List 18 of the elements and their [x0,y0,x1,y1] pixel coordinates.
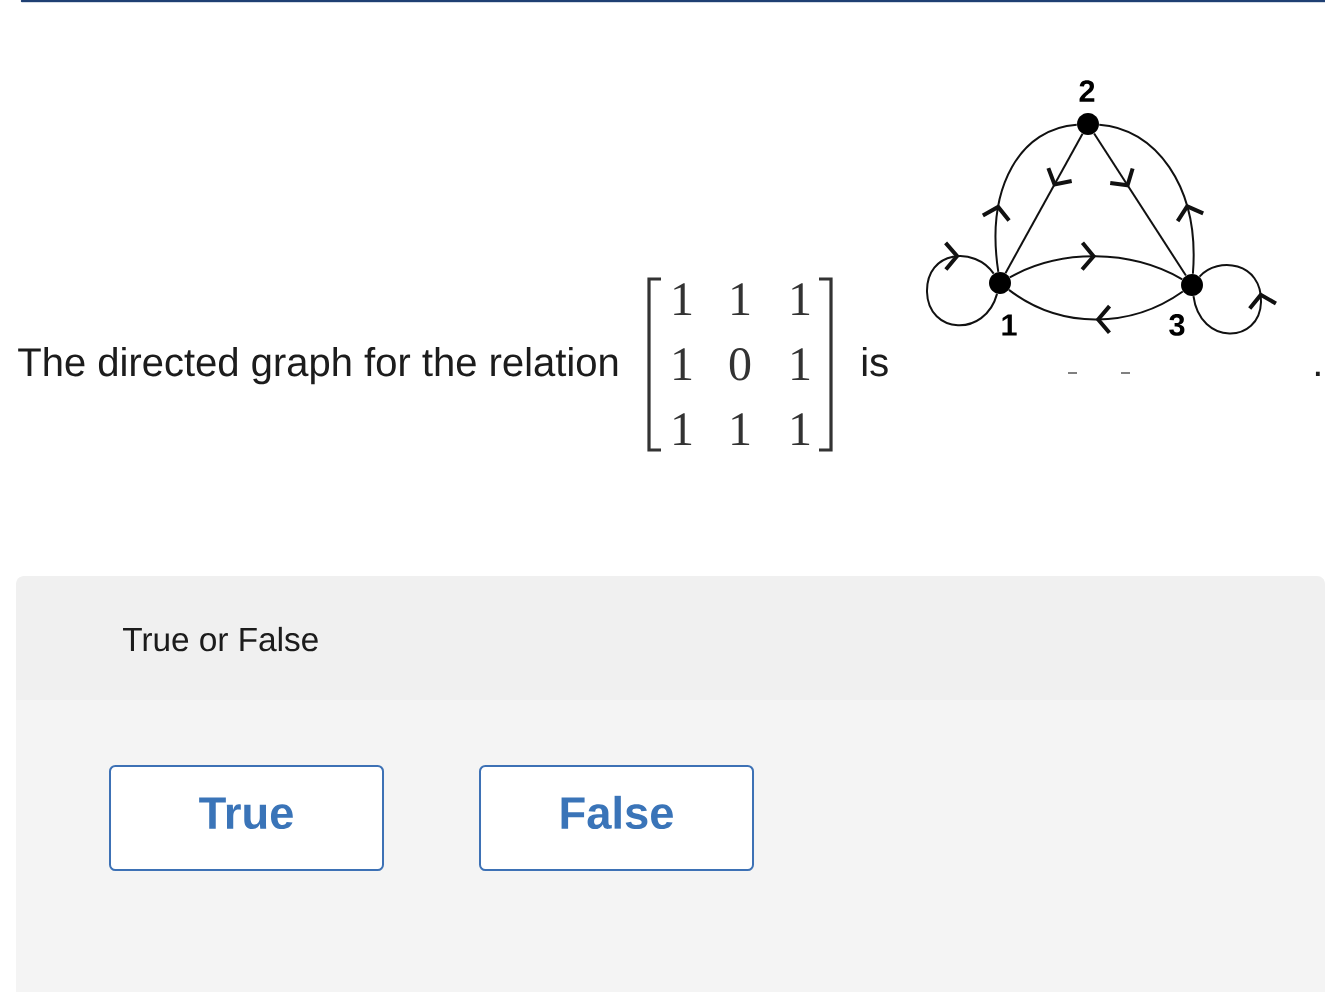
matrix-entry: 1 [792,348,810,380]
answer-button: False [479,765,754,871]
matrix-entry: 1 [674,348,692,380]
question-text: The directed graph for the relation [18,347,618,385]
matrix-entry: 1 [792,413,810,445]
answer-button: True [109,765,384,871]
matrix-entry: 0 [729,348,751,381]
matrix-entry: 1 [674,413,692,445]
matrix-entry: 1 [792,283,810,315]
vertex-label: 1 [1002,314,1017,336]
vertex-label: 2 [1079,80,1095,102]
vertex-label: 3 [1169,314,1185,336]
period-text: . [1315,371,1320,376]
question-text: is [862,347,888,377]
matrix-entry: 1 [732,413,750,445]
matrix-entry: 1 [674,283,692,315]
matrix-entry: 1 [732,283,750,315]
panel-header: True or False [16,576,1325,700]
